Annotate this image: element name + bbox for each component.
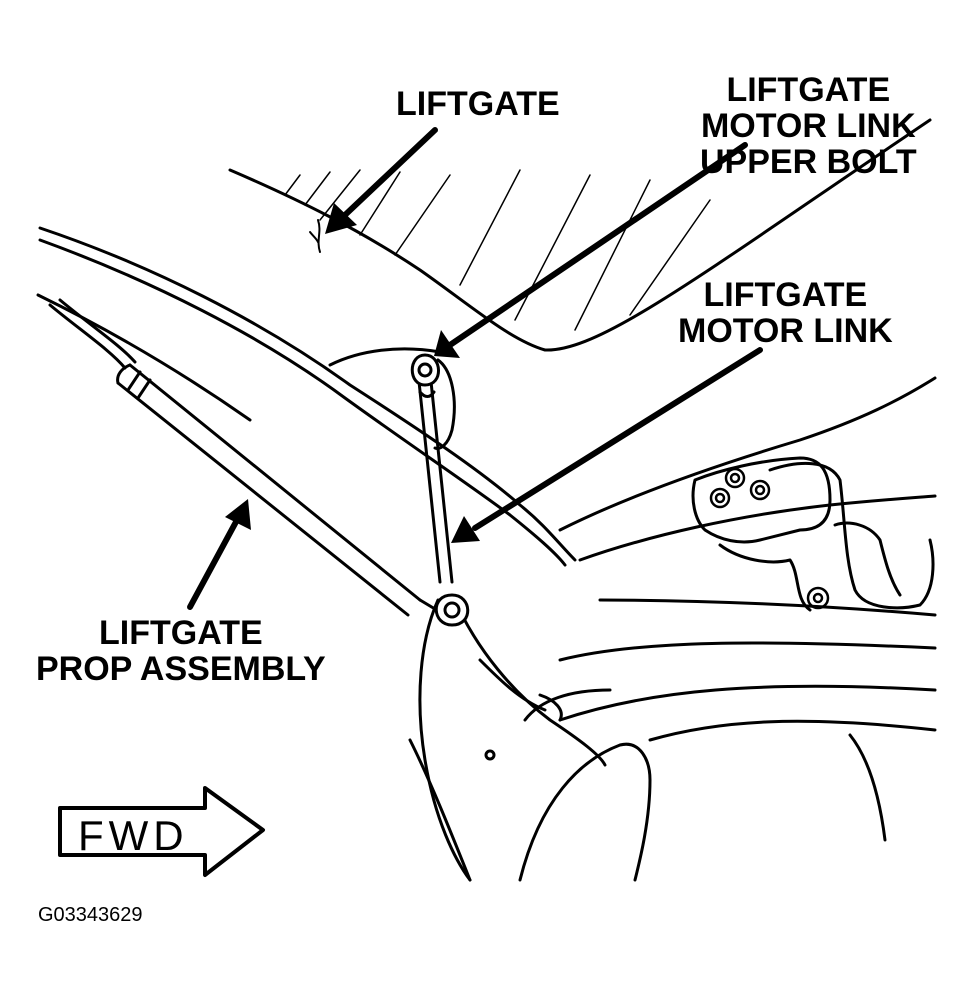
- leader-liftgate: [342, 127, 438, 218]
- fwd-arrow: [58, 786, 265, 877]
- liftgate-prop-assembly: [48, 298, 563, 722]
- motor-link-upper-bolt-label: LIFTGATE MOTOR LINK UPPER BOLT: [700, 72, 917, 180]
- upper-bolt-label-line-1: LIFTGATE: [726, 71, 891, 109]
- motor-link-label-line-2: MOTOR LINK: [678, 312, 893, 350]
- liftgate-hinge: [691, 456, 935, 612]
- upper-bolt-label-line-3: UPPER BOLT: [700, 143, 917, 181]
- prop-assembly-label: LIFTGATE PROP ASSEMBLY: [36, 615, 326, 687]
- leader-motor-link: [472, 347, 763, 531]
- liftgate-hatch-lines: [284, 169, 711, 331]
- leader-arrows: [187, 127, 763, 610]
- leader-upper-bolt: [447, 142, 748, 348]
- arrowheads: [225, 203, 480, 543]
- motor-link-label-line-1: LIFTGATE: [703, 276, 868, 314]
- hinge-bolts: [709, 467, 830, 610]
- liftgate-label: LIFTGATE: [396, 85, 560, 123]
- motor-link-label: LIFTGATE MOTOR LINK: [678, 277, 893, 349]
- prop-assembly-label-line-2: PROP ASSEMBLY: [36, 650, 326, 688]
- prop-assembly-label-line-1: LIFTGATE: [99, 614, 263, 652]
- body-rail: [36, 226, 937, 882]
- figure-id: G03343629: [38, 904, 143, 926]
- motor-link-upper-bolt: [410, 353, 456, 450]
- motor-link-lower-bolt: [434, 593, 470, 627]
- fwd-arrow-label: FWD: [78, 812, 189, 859]
- liftgate-motor-link: [416, 370, 454, 584]
- leader-prop-assembly: [187, 517, 240, 610]
- motor-link-bracket: [418, 598, 607, 882]
- upper-bolt-label-line-2: MOTOR LINK: [700, 107, 916, 145]
